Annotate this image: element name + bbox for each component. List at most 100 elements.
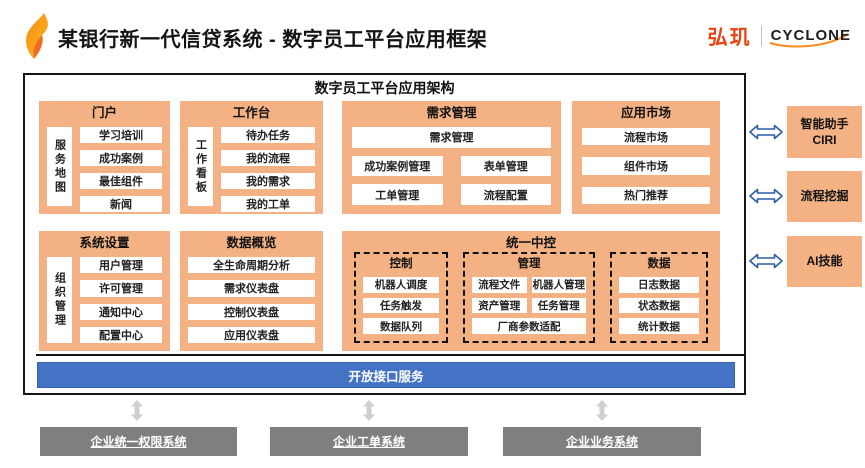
system-box-permission: 企业统一权限系统 xyxy=(40,427,237,456)
central-data-title: 数据 xyxy=(647,258,671,270)
section-market: 应用市场 流程市场 组件市场 热门推荐 xyxy=(572,101,720,214)
central-manage-title: 管理 xyxy=(517,258,541,270)
double-arrow-icon xyxy=(749,124,783,140)
vertical-arrow-icon xyxy=(363,400,375,421)
section-portal-title: 门户 xyxy=(91,106,117,120)
system-box-workorder: 企业工单系统 xyxy=(270,427,468,456)
workbench-item: 我的流程 xyxy=(221,150,315,166)
portal-item: 最佳组件 xyxy=(80,173,162,189)
open-api-bar: 开放接口服务 xyxy=(37,362,735,388)
vertical-arrow-icon xyxy=(131,400,143,421)
workbench-item: 我的工单 xyxy=(221,196,315,212)
central-control-title: 控制 xyxy=(389,258,413,270)
portal-item: 学习培训 xyxy=(80,127,162,143)
workbench-item: 待办任务 xyxy=(221,127,315,143)
section-workbench-body: 工作看板 待办任务 我的流程 我的需求 我的工单 xyxy=(188,127,315,212)
demand-item: 需求管理 xyxy=(352,127,551,148)
demand-row: 工单管理 流程配置 xyxy=(352,184,551,206)
section-demand: 需求管理 需求管理 成功案例管理 表单管理 工单管理 流程配置 xyxy=(342,101,561,214)
section-settings: 系统设置 组织管理 用户管理 许可管理 通知中心 配置中心 xyxy=(39,231,170,351)
workbench-items: 待办任务 我的流程 我的需求 我的工单 xyxy=(221,127,315,212)
portal-item: 成功案例 xyxy=(80,150,162,166)
central-control-item: 数据队列 xyxy=(363,318,439,335)
demand-item: 工单管理 xyxy=(352,184,443,206)
market-item: 热门推荐 xyxy=(582,186,710,204)
section-settings-body: 组织管理 用户管理 许可管理 通知中心 配置中心 xyxy=(47,257,162,343)
central-group-manage: 管理 流程文件 机器人管理 资产管理 任务管理 厂商参数适配 xyxy=(463,252,595,343)
settings-side-label: 组织管理 xyxy=(47,257,72,343)
section-demand-body: 需求管理 成功案例管理 表单管理 工单管理 流程配置 xyxy=(352,127,551,206)
workbench-item: 我的需求 xyxy=(221,173,315,189)
overview-item: 应用仪表盘 xyxy=(188,326,315,343)
section-market-title: 应用市场 xyxy=(620,106,671,120)
section-central-body: 控制 机器人调度 任务触发 数据队列 管理 流程文件 机器人管理 资产管理 任务… xyxy=(354,252,708,343)
overview-items: 全生命周期分析 需求仪表盘 控制仪表盘 应用仪表盘 xyxy=(188,257,315,343)
section-portal-body: 服务地图 学习培训 成功案例 最佳组件 新闻 xyxy=(47,127,162,212)
assistant-label-line2: CIRI xyxy=(812,133,837,147)
workbench-side-label: 工作看板 xyxy=(188,127,213,206)
brand-en-text: CYCLONE xyxy=(770,26,851,44)
right-box-assistant: 智能助手 CIRI xyxy=(787,106,862,158)
market-item: 组件市场 xyxy=(582,157,710,175)
brand-swoosh-icon xyxy=(769,32,849,47)
vertical-arrow-icon xyxy=(596,400,608,421)
demand-row: 需求管理 xyxy=(352,127,551,148)
brand-logo: 弘玑 CYCLONE xyxy=(708,21,851,50)
market-item: 流程市场 xyxy=(582,128,710,146)
section-overview: 数据概览 全生命周期分析 需求仪表盘 控制仪表盘 应用仪表盘 xyxy=(180,231,323,351)
mining-label: 流程挖掘 xyxy=(800,189,849,204)
diagram-frame: 数字员工平台应用架构 门户 服务地图 学习培训 成功案例 最佳组件 新闻 工作台… xyxy=(23,73,746,395)
right-box-mining: 流程挖掘 xyxy=(787,171,862,222)
section-market-body: 流程市场 组件市场 热门推荐 xyxy=(582,128,710,204)
central-data-item: 日志数据 xyxy=(619,277,699,293)
demand-item: 成功案例管理 xyxy=(352,155,443,177)
page-title: 某银行新一代信贷系统 - 数字员工平台应用框架 xyxy=(58,29,488,51)
section-central-title: 统一中控 xyxy=(505,236,556,250)
brand-divider xyxy=(760,24,762,47)
diagram-title: 数字员工平台应用架构 xyxy=(314,80,455,96)
demand-item: 表单管理 xyxy=(460,155,551,177)
settings-item: 通知中心 xyxy=(80,303,162,320)
section-workbench: 工作台 工作看板 待办任务 我的流程 我的需求 我的工单 xyxy=(180,101,323,214)
settings-item: 许可管理 xyxy=(80,280,162,297)
section-settings-title: 系统设置 xyxy=(79,236,130,250)
overview-item: 需求仪表盘 xyxy=(188,280,315,297)
assistant-label-line1: 智能助手 xyxy=(800,116,849,131)
section-overview-body: 全生命周期分析 需求仪表盘 控制仪表盘 应用仪表盘 xyxy=(188,257,315,343)
section-portal: 门户 服务地图 学习培训 成功案例 最佳组件 新闻 xyxy=(39,101,170,214)
central-control-item: 任务触发 xyxy=(363,297,439,314)
central-control-item: 机器人调度 xyxy=(363,277,439,293)
portal-items: 学习培训 成功案例 最佳组件 新闻 xyxy=(80,127,162,212)
divider-line xyxy=(36,354,744,356)
central-manage-item: 机器人管理 xyxy=(531,277,586,293)
section-overview-title: 数据概览 xyxy=(226,236,277,250)
open-api-label: 开放接口服务 xyxy=(348,369,424,384)
section-central: 统一中控 控制 机器人调度 任务触发 数据队列 管理 流程文件 机器人管理 资产… xyxy=(342,231,720,351)
right-box-ai: AI技能 xyxy=(787,236,862,287)
ai-label: AI技能 xyxy=(806,254,843,269)
central-manage-item: 流程文件 xyxy=(472,277,527,293)
brand-en-wrap: CYCLONE xyxy=(769,26,851,47)
settings-item: 配置中心 xyxy=(80,326,162,343)
double-arrow-icon xyxy=(749,253,783,269)
brand-cn-text: 弘玑 xyxy=(707,27,752,49)
central-data-item: 统计数据 xyxy=(619,318,699,335)
demand-item: 流程配置 xyxy=(460,184,551,206)
settings-items: 用户管理 许可管理 通知中心 配置中心 xyxy=(80,257,162,343)
section-workbench-title: 工作台 xyxy=(232,106,271,120)
section-demand-title: 需求管理 xyxy=(426,106,477,120)
central-manage-item: 资产管理 xyxy=(472,297,527,314)
flame-logo-icon xyxy=(26,13,48,59)
central-manage-grid: 流程文件 机器人管理 资产管理 任务管理 厂商参数适配 xyxy=(472,277,586,334)
central-data-item: 状态数据 xyxy=(619,297,699,314)
demand-row: 成功案例管理 表单管理 xyxy=(352,155,551,177)
central-group-control: 控制 机器人调度 任务触发 数据队列 xyxy=(354,252,448,343)
central-group-data: 数据 日志数据 状态数据 统计数据 xyxy=(610,252,708,343)
system-box-business: 企业业务系统 xyxy=(503,427,701,456)
double-arrow-icon xyxy=(749,188,783,204)
portal-side-label: 服务地图 xyxy=(47,127,72,206)
portal-item: 新闻 xyxy=(80,196,162,212)
central-manage-item: 任务管理 xyxy=(531,297,586,314)
overview-item: 控制仪表盘 xyxy=(188,303,315,320)
